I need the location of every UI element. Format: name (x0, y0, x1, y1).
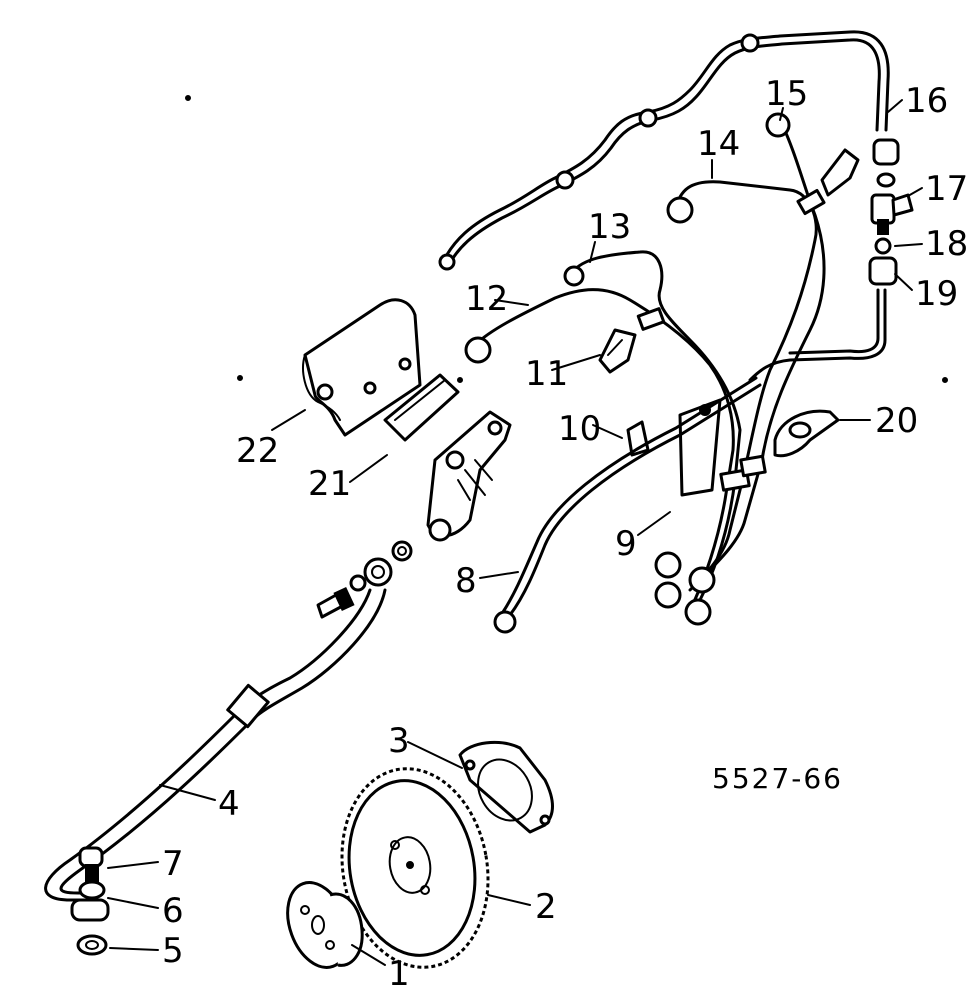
callout-5: 5 (162, 931, 184, 971)
fitting-stack-bottom-left (70, 846, 110, 956)
callout-6: 6 (162, 891, 184, 931)
injector-line-bundle (464, 112, 826, 626)
callout-12: 12 (465, 279, 508, 319)
callout-4: 4 (218, 784, 240, 824)
fitting-stack-right (868, 138, 914, 286)
callout-21: 21 (308, 464, 351, 504)
part-11-clip (598, 328, 637, 374)
callout-16: 16 (905, 81, 948, 121)
callout-14: 14 (697, 124, 740, 164)
callout-10: 10 (558, 409, 601, 449)
callout-17: 17 (925, 169, 968, 209)
callout-9: 9 (615, 524, 637, 564)
callout-1: 1 (388, 954, 410, 994)
reference-code: 5527-66 (712, 762, 843, 795)
part-2-gear (340, 767, 490, 969)
nut-16 (872, 138, 900, 166)
part-20-clamp (773, 409, 840, 458)
callout-22: 22 (236, 431, 279, 471)
washer-5 (76, 934, 108, 956)
clip-15 (820, 148, 860, 197)
bracket-assembly (426, 410, 512, 542)
callout-18: 18 (925, 224, 968, 264)
callout-3: 3 (388, 721, 410, 761)
speck (457, 377, 463, 383)
speck (237, 375, 243, 381)
injector-line-16 (438, 30, 890, 271)
fuel-line-4 (44, 588, 387, 902)
banjo-fitting-left (316, 540, 413, 619)
leak-off-line-8 (493, 376, 762, 634)
return-line-19 (748, 288, 887, 382)
part-3-gasket (458, 740, 554, 834)
callout-11: 11 (525, 354, 568, 394)
speck (185, 95, 191, 101)
leader-lines (107, 99, 923, 966)
part-1-hub (286, 881, 364, 969)
speck (942, 377, 948, 383)
callout-15: 15 (765, 74, 808, 114)
washer-18 (874, 237, 892, 255)
bolt-7 (78, 846, 104, 868)
callout-7: 7 (162, 844, 184, 884)
callout-20: 20 (875, 401, 918, 441)
part-22-cushion (302, 298, 422, 437)
part-21-plate (383, 373, 460, 442)
callout-2: 2 (535, 887, 557, 927)
callout-19: 19 (915, 274, 958, 314)
callout-8: 8 (455, 561, 477, 601)
banjo-17 (870, 193, 896, 225)
callout-13: 13 (588, 207, 631, 247)
callout-labels: 1 2 3 4 5 6 7 8 9 10 11 12 13 14 15 16 1… (162, 74, 968, 994)
nut-19 (868, 256, 898, 286)
washer-6 (78, 880, 106, 900)
